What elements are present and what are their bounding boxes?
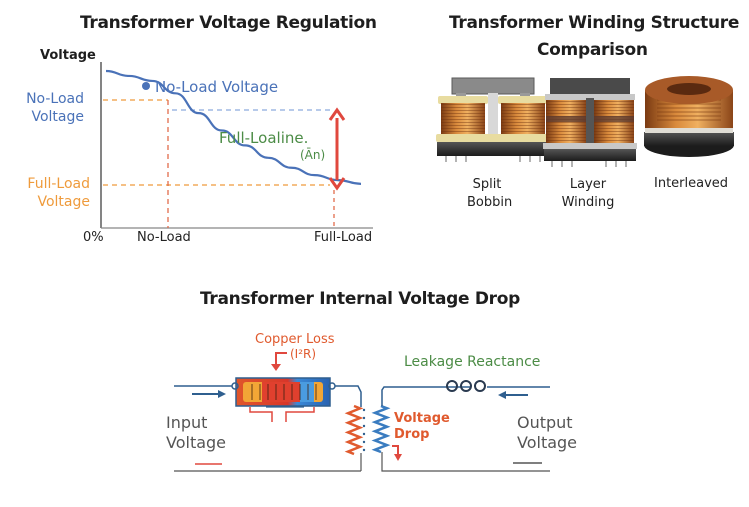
secondary-coil	[371, 404, 391, 454]
voltage-curve	[105, 69, 362, 185]
drop-title: Transformer Internal Voltage Drop	[200, 289, 520, 309]
label-layer-winding: Layer Winding	[558, 176, 618, 212]
output-voltage-line2: Voltage	[517, 433, 578, 452]
winding-title-line2: Comparison	[537, 40, 648, 60]
drop-annotation-line2: (Ān)	[300, 148, 326, 162]
regulation-title: Transformer Voltage Regulation	[80, 13, 377, 33]
curve-annotation: No-Load Voltage	[155, 78, 279, 96]
no-load-voltage-label-line2: Voltage	[31, 109, 84, 125]
input-voltage-line1: Input	[166, 413, 208, 432]
bracket-right	[285, 407, 315, 422]
drop-annotation-line1: Full-Loaline.	[219, 129, 309, 147]
voltage-drop-line1: Voltage	[394, 411, 450, 426]
y-axis-label: Voltage	[40, 48, 96, 63]
secondary-wire-top	[381, 386, 470, 406]
layer-winding-image	[543, 78, 637, 167]
input-voltage-label: Input Voltage	[166, 413, 226, 453]
voltage-drop-arrow-line	[392, 445, 399, 455]
label-layer-winding-line1: Layer	[569, 177, 607, 192]
primary-coil	[344, 404, 364, 456]
interleaved-image	[644, 76, 734, 157]
input-current-arrow-head	[218, 390, 226, 398]
arrow-head-down	[328, 177, 346, 191]
output-voltage-line1: Output	[517, 413, 573, 432]
leakage-reactance-inductor	[446, 380, 486, 392]
bracket-left	[249, 407, 273, 422]
no-load-voltage-label: No-Load Voltage	[18, 90, 84, 126]
copper-loss-label: Copper Loss	[255, 332, 335, 347]
output-current-arrow-head	[498, 391, 506, 399]
full-load-voltage-label-line2: Voltage	[37, 194, 90, 210]
label-split-bobbin-line2: Bobbin	[467, 195, 513, 210]
voltage-drop-line2: Drop	[394, 427, 430, 442]
input-voltage-line2: Voltage	[166, 433, 227, 452]
secondary-wire-bottom	[381, 452, 550, 472]
split-bobbin-image	[436, 77, 552, 162]
label-split-bobbin: Split Bobbin	[467, 176, 513, 212]
copper-loss-resistor	[231, 377, 336, 407]
x-tick-no-load: No-Load	[137, 230, 191, 245]
voltage-drop-label: Voltage Drop	[394, 411, 450, 443]
winding-title-line1: Transformer Winding Structure	[449, 13, 740, 33]
output-voltage-label: Output Voltage	[517, 413, 577, 453]
label-interleaved: Interleaved	[654, 176, 729, 191]
curve-marker	[142, 82, 150, 90]
copper-loss-formula: (I²R)	[290, 347, 317, 361]
copper-loss-arrow-line	[275, 352, 287, 365]
arrow-head-up	[328, 107, 346, 121]
full-load-voltage-label-line1: Full-Load	[27, 176, 90, 192]
leakage-reactance-label: Leakage Reactance	[404, 354, 541, 370]
full-load-voltage-label: Full-Load Voltage	[18, 175, 90, 211]
x-tick-0: 0%	[83, 230, 104, 245]
label-layer-winding-line2: Winding	[561, 195, 615, 210]
voltage-drop-arrow-head	[394, 454, 402, 461]
no-load-voltage-label-line1: No-Load	[26, 91, 84, 107]
label-split-bobbin-line1: Split	[472, 177, 502, 192]
x-tick-full-load: Full-Load	[314, 230, 373, 245]
primary-wire-top	[335, 385, 362, 407]
copper-loss-arrow-head	[271, 364, 281, 371]
